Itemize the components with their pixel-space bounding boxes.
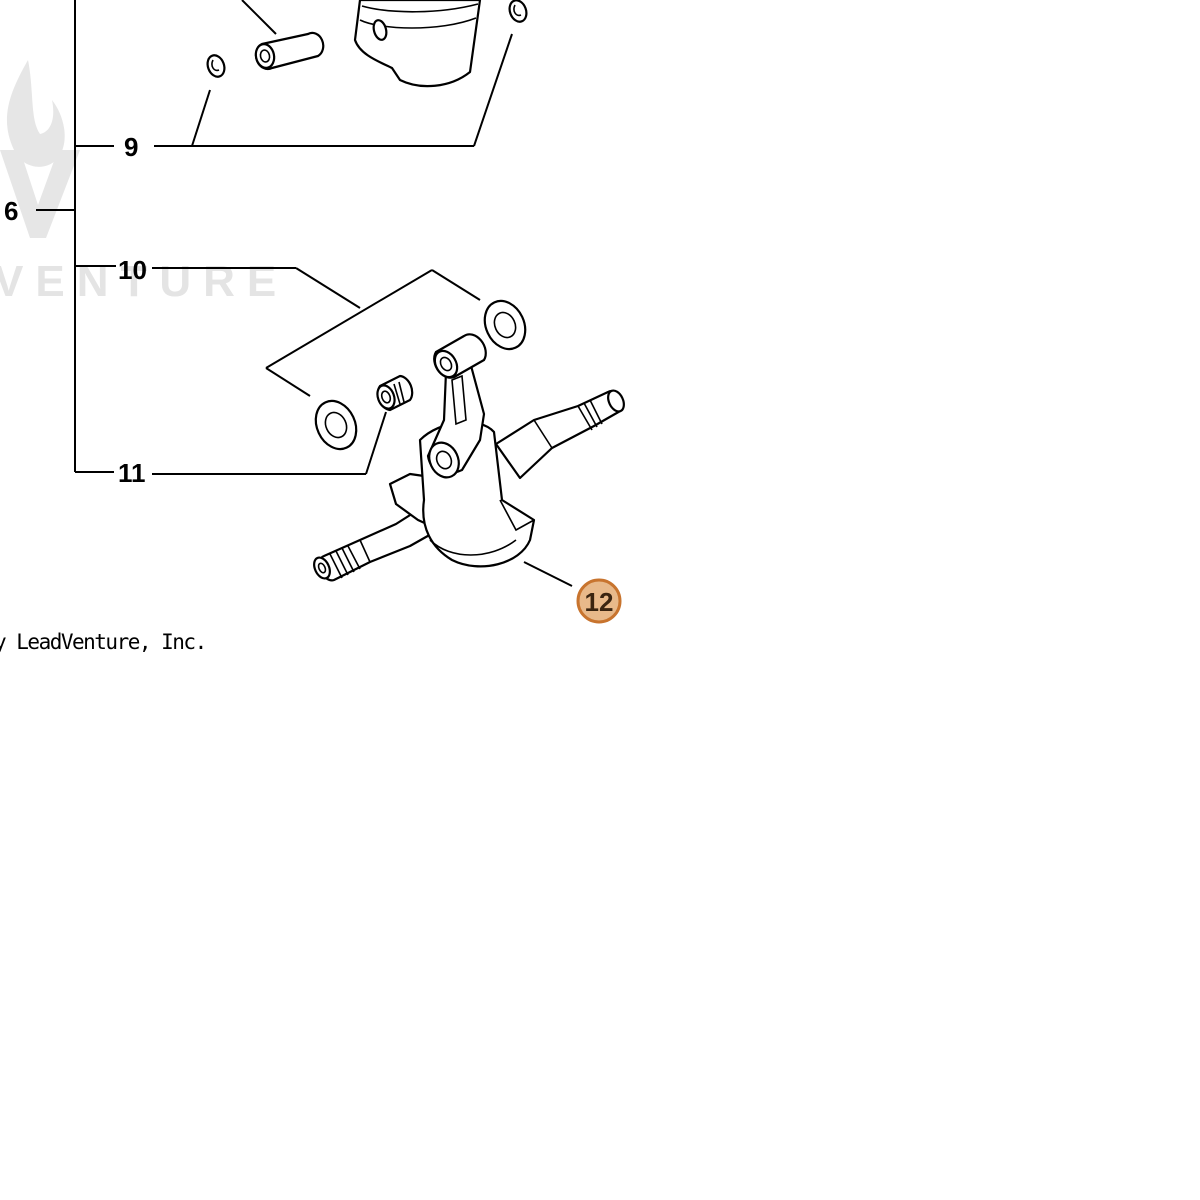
piston-pin — [241, 0, 325, 71]
leader-lines — [36, 0, 573, 587]
crankshaft — [313, 333, 625, 582]
flame-v-logo-icon — [0, 60, 80, 238]
callout-9[interactable]: 9 — [124, 132, 138, 162]
watermark-text: VENTURE — [0, 257, 288, 306]
watermark: VENTURE — [0, 60, 288, 306]
washer-lower — [314, 399, 358, 451]
circlip-right — [508, 0, 528, 23]
callout-12[interactable]: 12 — [585, 587, 614, 617]
washer-upper — [483, 299, 527, 351]
copyright-text: y LeadVenture, Inc. — [0, 630, 207, 654]
callout-6[interactable]: 6 — [4, 196, 18, 226]
callout-10[interactable]: 10 — [118, 255, 147, 285]
needle-bearing — [376, 374, 414, 412]
circlip-left — [206, 54, 226, 78]
callout-12-badge[interactable]: 12 — [576, 578, 622, 624]
callout-11[interactable]: 11 — [118, 458, 146, 488]
piston — [353, 0, 482, 88]
